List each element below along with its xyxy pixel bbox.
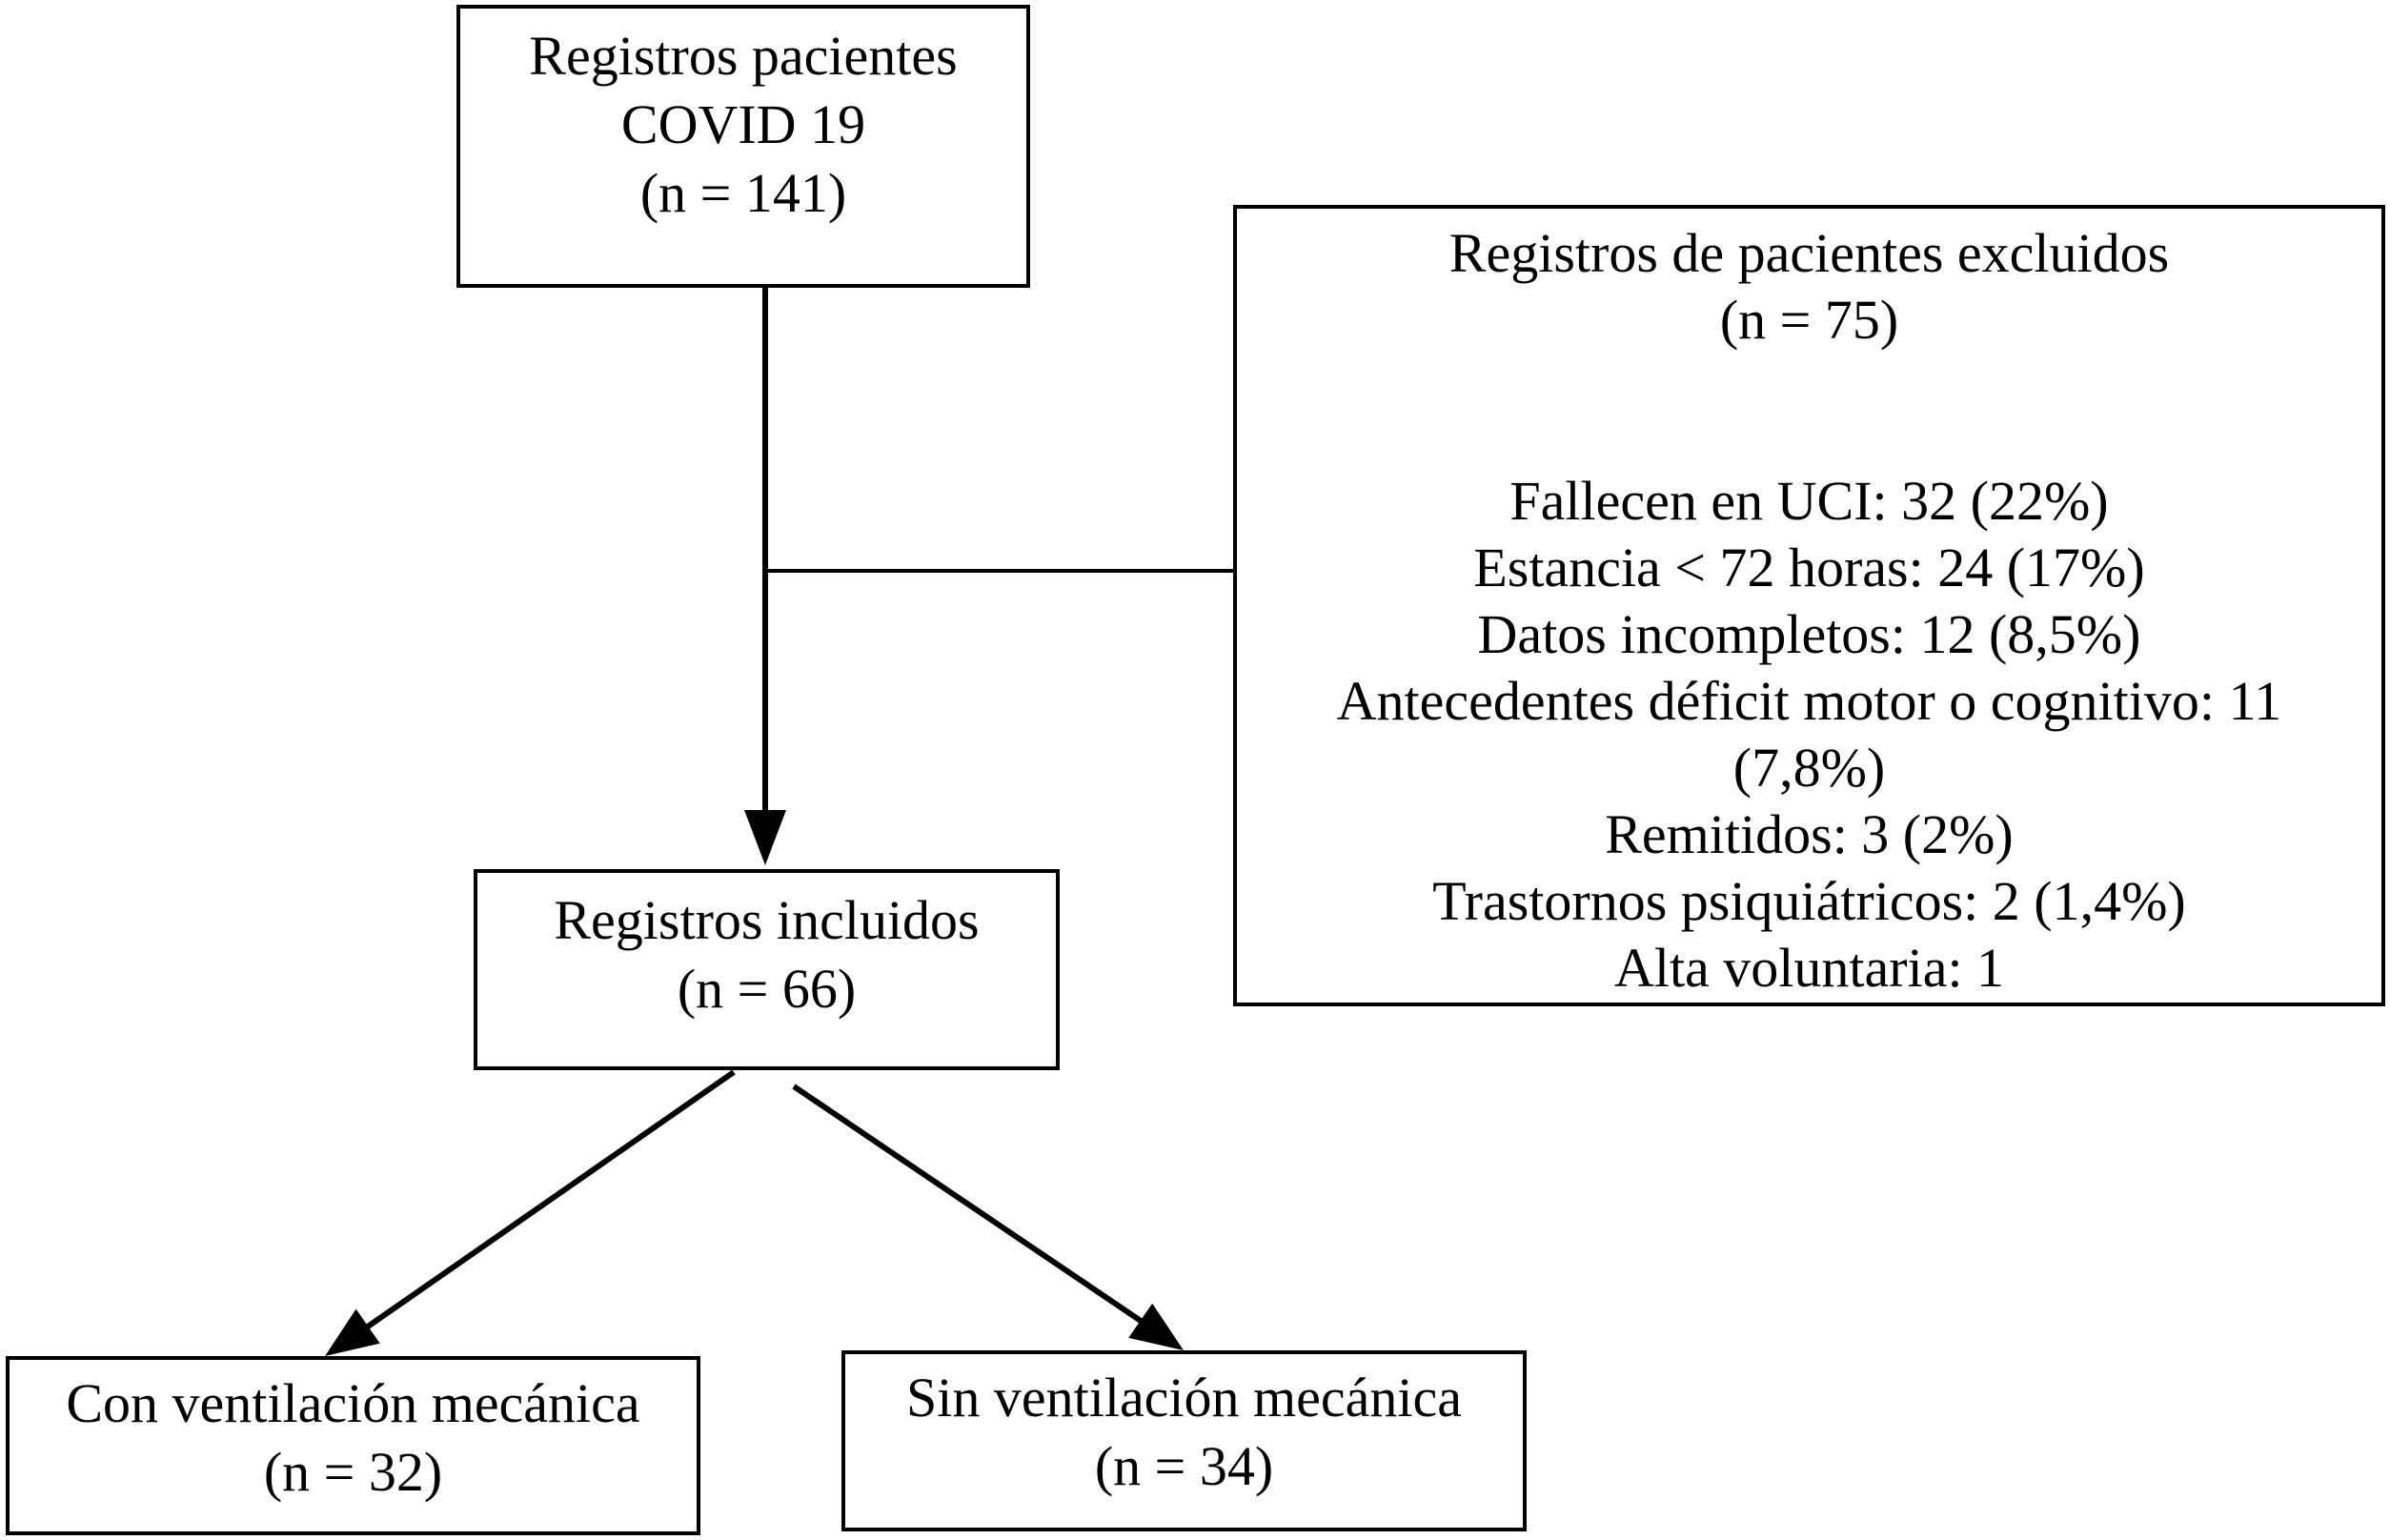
node-total-line: Registros pacientes: [529, 25, 958, 87]
excluded-reason: Trastornos psiquiátricos: 2 (1,4%): [1432, 870, 2186, 932]
arrow-included-to-nomv-shaft: [792, 1084, 1143, 1324]
node-without-ventilation-line: Sin ventilación mecánica: [905, 1367, 1462, 1429]
node-with-ventilation-line: (n = 32): [263, 1441, 443, 1503]
arrow-total-to-included-head: [744, 810, 786, 865]
node-included-line: Registros incluidos: [554, 889, 980, 951]
node-excluded-records: Registros de pacientes excluidos (n = 75…: [1233, 205, 2385, 1006]
node-with-ventilation: Con ventilación mecánica (n = 32): [6, 1356, 700, 1535]
node-included-records: Registros incluidos (n = 66): [474, 869, 1060, 1070]
arrow-included-to-nomv-head: [1128, 1303, 1184, 1350]
excluded-reason: Antecedentes déficit motor o cognitivo: …: [1336, 670, 2282, 732]
node-total-records: Registros pacientes COVID 19 (n = 141): [456, 5, 1030, 288]
excluded-reason: (7,8%): [1732, 737, 1886, 799]
arrow-included-to-withmv-head: [325, 1308, 380, 1356]
node-with-ventilation-line: Con ventilación mecánica: [66, 1372, 640, 1434]
excluded-reason: Alta voluntaria: 1: [1613, 937, 2005, 999]
node-total-line: COVID 19: [620, 93, 866, 155]
arrow-included-to-withmv-shaft: [366, 1069, 736, 1329]
node-without-ventilation: Sin ventilación mecánica (n = 34): [841, 1350, 1527, 1531]
excluded-reason: Datos incompletos: 12 (8,5%): [1477, 603, 2141, 665]
node-excluded-title: Registros de pacientes excluidos: [1448, 222, 2170, 284]
node-included-line: (n = 66): [677, 958, 857, 1020]
node-without-ventilation-line: (n = 34): [1094, 1435, 1274, 1497]
spacer: [1237, 354, 2381, 468]
excluded-reason: Remitidos: 3 (2%): [1605, 803, 2014, 865]
node-excluded-n: (n = 75): [1719, 289, 1899, 351]
excluded-reason: Estancia < 72 horas: 24 (17%): [1473, 537, 2145, 598]
node-total-line: (n = 141): [639, 162, 847, 224]
excluded-reason: Fallecen en UCI: 32 (22%): [1509, 470, 2109, 532]
